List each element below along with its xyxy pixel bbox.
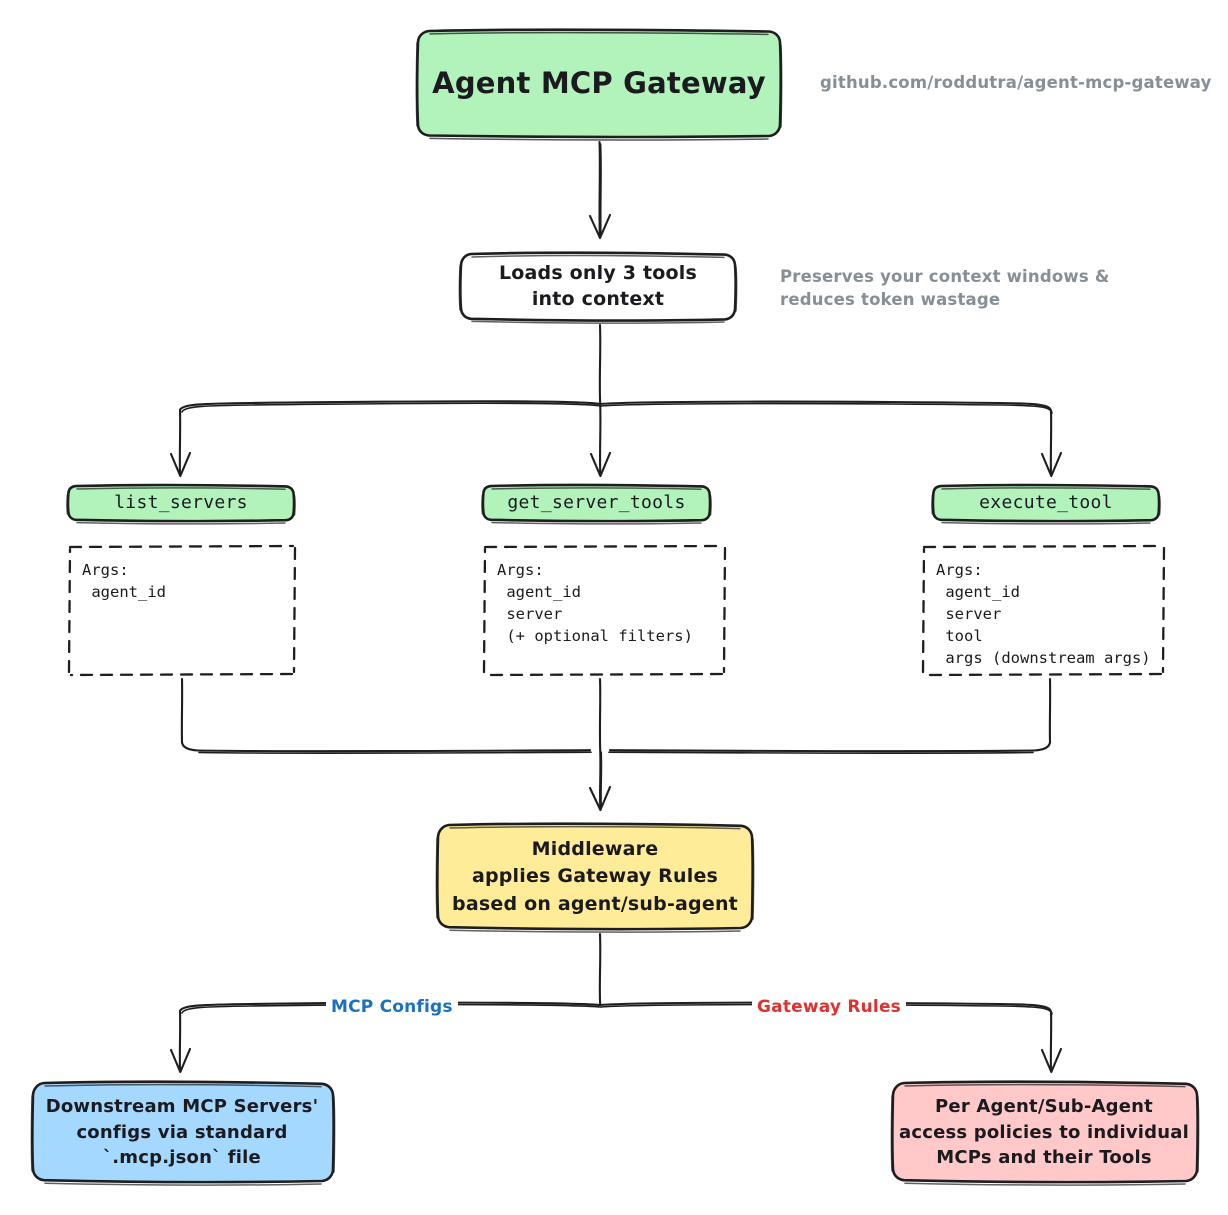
node-middleware-label: Middleware applies Gateway Rules based o…: [435, 836, 755, 919]
node-configs-line3: `.mcp.json` file: [103, 1147, 261, 1169]
node-configs-line1: Downstream MCP Servers': [45, 1096, 319, 1118]
node-policies-label: Per Agent/Sub-Agent access policies to i…: [888, 1094, 1200, 1171]
context-note-annotation: Preserves your context windows & reduces…: [780, 267, 1110, 310]
edge-label-gateway-rules: Gateway Rules: [752, 996, 907, 1018]
node-agent-mcp-gateway[interactable]: Agent MCP Gateway: [415, 27, 783, 141]
node-tool-execute-tool[interactable]: execute_tool: [931, 483, 1161, 525]
edge-title-to-loads: [588, 140, 612, 240]
node-configs-label: Downstream MCP Servers' configs via stan…: [28, 1094, 336, 1171]
node-policies-line1: Per Agent/Sub-Agent: [935, 1096, 1153, 1118]
node-loads-line1: Loads only 3 tools: [498, 262, 698, 285]
node-loads-label: Loads only 3 tools into context: [459, 261, 737, 312]
args-text: Args: agent_id server (+ optional filter…: [497, 561, 693, 645]
node-loads-only-3-tools[interactable]: Loads only 3 tools into context: [458, 251, 738, 324]
node-per-agent-access-policies[interactable]: Per Agent/Sub-Agent access policies to i…: [888, 1080, 1200, 1186]
tool-name-label: execute_tool: [979, 491, 1113, 513]
node-policies-line3: MCPs and their Tools: [936, 1147, 1152, 1169]
node-loads-line2: into context: [531, 288, 665, 310]
args-box-list-servers: Args: agent_id: [67, 544, 297, 677]
repo-url-annotation: github.com/roddutra/agent-mcp-gateway: [820, 73, 1212, 92]
node-middleware-line1: Middleware: [531, 837, 659, 860]
tool-name-label: list_servers: [114, 491, 248, 513]
node-middleware-line3: based on agent/sub-agent: [452, 892, 738, 915]
edge-middleware-fanout: [169, 932, 1063, 1074]
node-title-label: Agent MCP Gateway: [432, 66, 766, 101]
edge-label-mcp-configs: MCP Configs: [326, 996, 458, 1018]
args-box-get-server-tools: Args: agent_id server (+ optional filter…: [482, 544, 727, 677]
node-downstream-mcp-configs[interactable]: Downstream MCP Servers' configs via stan…: [28, 1080, 336, 1186]
args-text: Args: agent_id server tool args (downstr…: [936, 561, 1151, 667]
node-tool-get-server-tools[interactable]: get_server_tools: [481, 483, 712, 525]
args-box-execute-tool: Args: agent_id server tool args (downstr…: [921, 544, 1166, 677]
tool-name-label: get_server_tools: [507, 491, 686, 513]
edge-args-merge: [180, 677, 1052, 812]
edge-loads-fanout: [169, 323, 1063, 478]
args-text: Args: agent_id: [82, 561, 166, 601]
node-tool-list-servers[interactable]: list_servers: [66, 483, 296, 525]
node-middleware[interactable]: Middleware applies Gateway Rules based o…: [435, 822, 755, 933]
node-middleware-line2: applies Gateway Rules: [471, 865, 719, 888]
node-policies-line2: access policies to individual: [898, 1121, 1189, 1143]
node-configs-line2: configs via standard: [76, 1121, 288, 1143]
